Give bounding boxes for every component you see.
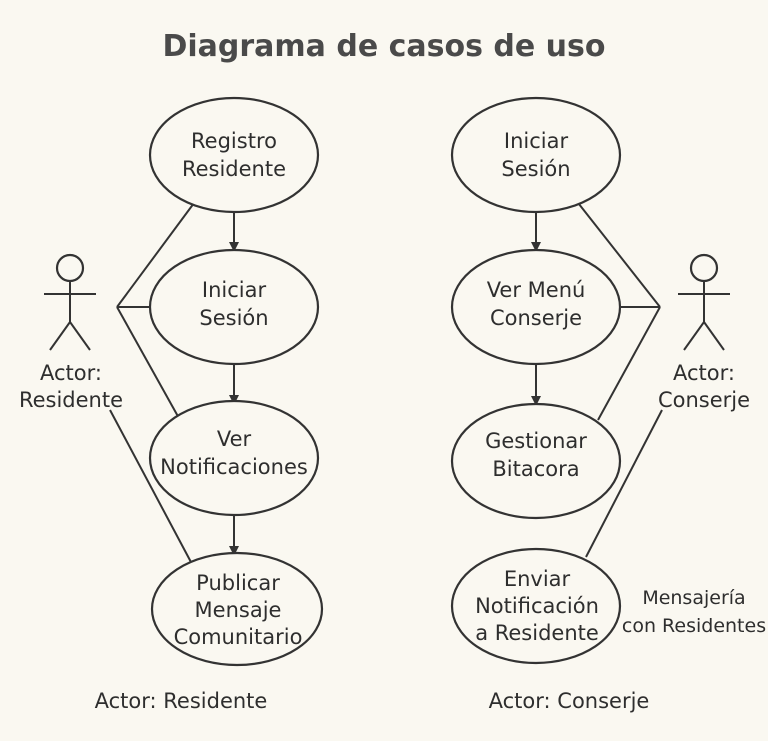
use-case-label: a Residente <box>475 621 599 645</box>
association-line <box>597 306 661 421</box>
use-case-publicar-mensaje-comunitario: Publicar Mensaje Comunitario <box>150 551 324 667</box>
use-case-registro-residente: Registro Residente <box>148 96 320 214</box>
use-case-label: Iniciar <box>504 129 569 153</box>
use-case-label: Comunitario <box>174 625 303 649</box>
use-case-label: Notificaciones <box>160 455 308 479</box>
use-case-label: Notificación <box>475 594 599 618</box>
actor-residente-figure <box>44 253 96 351</box>
actor-head <box>55 253 85 283</box>
bottom-label-conserje: Actor: Conserje <box>489 689 650 713</box>
diagram-title: Diagrama de casos de uso <box>162 29 605 64</box>
use-case-label: Sesión <box>501 157 570 181</box>
use-case-label: Bitacora <box>492 457 579 481</box>
use-case-label: Iniciar <box>202 278 267 302</box>
use-case-label: Publicar <box>196 571 280 595</box>
use-case-label: Gestionar <box>485 429 587 453</box>
association-line <box>574 198 661 308</box>
use-case-ver-menu-conserje: Ver Menú Conserje <box>450 248 622 366</box>
use-case-gestionar-bitacora: Gestionar Bitacora <box>450 402 622 520</box>
actor-conserje-label-1: Actor: <box>673 361 735 385</box>
residente-associations <box>109 198 198 565</box>
actor-head <box>689 253 719 283</box>
actor-conserje-figure <box>678 253 730 351</box>
association-line <box>109 409 193 565</box>
bottom-label-residente: Actor: Residente <box>95 689 268 713</box>
actor-residente-label-1: Actor: <box>40 361 102 385</box>
association-line <box>116 306 181 421</box>
use-case-label: Residente <box>182 157 286 181</box>
use-case-label: Mensaje <box>195 598 282 622</box>
note-mensajeria-line-1: Mensajería <box>642 587 745 609</box>
conserje-associations <box>574 198 663 558</box>
use-case-iniciar-sesion-residente: Iniciar Sesión <box>148 248 320 366</box>
association-line <box>585 409 663 558</box>
use-case-label: Enviar <box>504 567 571 591</box>
use-case-label: Conserje <box>490 306 582 330</box>
use-case-iniciar-sesion-conserje: Iniciar Sesión <box>450 96 622 214</box>
use-case-label: Ver Menú <box>487 278 586 302</box>
note-mensajeria-line-2: con Residentes <box>622 615 766 637</box>
actor-conserje-label-2: Conserje <box>658 388 750 412</box>
use-case-label: Registro <box>191 129 277 153</box>
association-line <box>116 198 198 308</box>
use-case-label: Ver <box>217 427 252 451</box>
actor-residente-label-2: Residente <box>19 388 123 412</box>
use-case-enviar-notificacion: Enviar Notificación a Residente <box>450 547 622 665</box>
use-case-ver-notificaciones: Ver Notificaciones <box>148 399 320 517</box>
use-case-label: Sesión <box>199 306 268 330</box>
